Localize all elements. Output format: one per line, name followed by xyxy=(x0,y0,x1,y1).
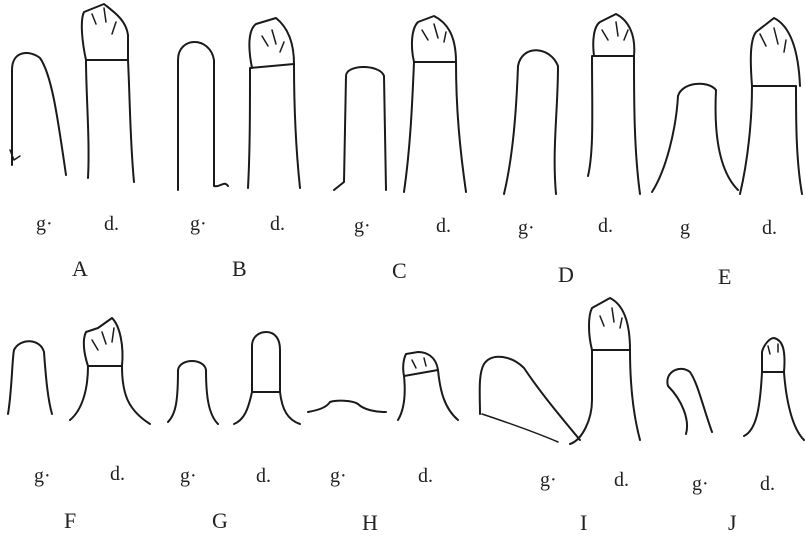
label-d-d: d. xyxy=(598,216,613,236)
outline-d-d-ridges xyxy=(602,22,628,40)
label-f-g: g· xyxy=(34,466,51,486)
label-f-d: d. xyxy=(110,464,125,484)
figure-letter-f: F xyxy=(64,510,76,532)
outline-g-g xyxy=(168,361,218,424)
label-c-d: d. xyxy=(436,216,451,236)
figure-letter-c: C xyxy=(392,260,407,282)
label-e-g: g xyxy=(680,218,690,238)
label-b-g: g· xyxy=(190,214,207,234)
outline-j-d-stalk xyxy=(744,372,804,440)
outline-e-d-stalk xyxy=(740,86,802,194)
outline-h-d-stalk xyxy=(398,370,458,420)
outline-a-d-stalk xyxy=(86,60,134,182)
figure-letter-i: I xyxy=(580,512,587,534)
label-g-g: g· xyxy=(180,466,197,486)
outline-i-g-lower xyxy=(482,414,558,442)
outline-i-g xyxy=(480,357,580,440)
label-j-g: g· xyxy=(692,474,709,494)
label-h-d: d. xyxy=(418,466,433,486)
outline-c-g xyxy=(334,67,386,190)
outline-h-d-ridges xyxy=(412,358,426,368)
outline-f-d-ridges xyxy=(92,328,114,350)
outline-b-d-stalk xyxy=(248,64,300,188)
outline-i-d-ridges xyxy=(600,308,622,328)
outline-d-d-stalk xyxy=(588,56,640,194)
outline-i-d-cap xyxy=(589,298,630,350)
outline-f-g xyxy=(8,341,52,414)
outline-d-g xyxy=(504,50,558,194)
figure-letter-b: B xyxy=(232,258,247,280)
outline-j-d-cap xyxy=(762,338,785,372)
label-b-d: d. xyxy=(270,214,285,234)
label-h-g: g· xyxy=(330,466,347,486)
figure-letter-g: G xyxy=(212,510,228,532)
outline-c-d-ridges xyxy=(422,24,446,42)
outline-e-d-cap xyxy=(751,18,800,86)
outline-g-d-stalk xyxy=(234,392,300,424)
label-i-d: d. xyxy=(614,470,629,490)
outline-f-d-stalk xyxy=(70,366,150,424)
label-g-d: d. xyxy=(256,466,271,486)
label-e-d: d. xyxy=(762,218,777,238)
outline-b-g xyxy=(178,42,228,190)
figure-letter-a: A xyxy=(72,258,88,280)
label-a-g: g· xyxy=(36,214,53,234)
outline-i-d-stalk xyxy=(570,350,640,444)
label-i-g: g· xyxy=(540,470,557,490)
outline-b-d-cap xyxy=(249,18,294,68)
label-j-d: d. xyxy=(760,474,775,494)
label-c-g: g· xyxy=(354,216,371,236)
outline-e-g xyxy=(652,84,738,192)
outline-c-d-cap xyxy=(412,16,456,62)
figure-letter-d: D xyxy=(558,264,574,286)
label-d-g: g· xyxy=(518,218,535,238)
outline-h-g xyxy=(308,401,386,412)
outline-j-g xyxy=(667,369,712,434)
outline-c-d-stalk xyxy=(404,62,466,192)
outline-b-d-ridges xyxy=(262,30,284,52)
figure-letter-e: E xyxy=(718,266,731,288)
outline-d-d-cap xyxy=(593,14,634,56)
label-a-d: d. xyxy=(104,214,119,234)
figure-letter-h: H xyxy=(362,512,378,534)
outline-j-d-ridges xyxy=(768,344,778,354)
outline-g-d-cap xyxy=(252,332,280,392)
outline-f-d-cap xyxy=(84,318,123,366)
outline-e-d-ridges xyxy=(760,28,786,52)
figure-letter-j: J xyxy=(728,512,737,534)
